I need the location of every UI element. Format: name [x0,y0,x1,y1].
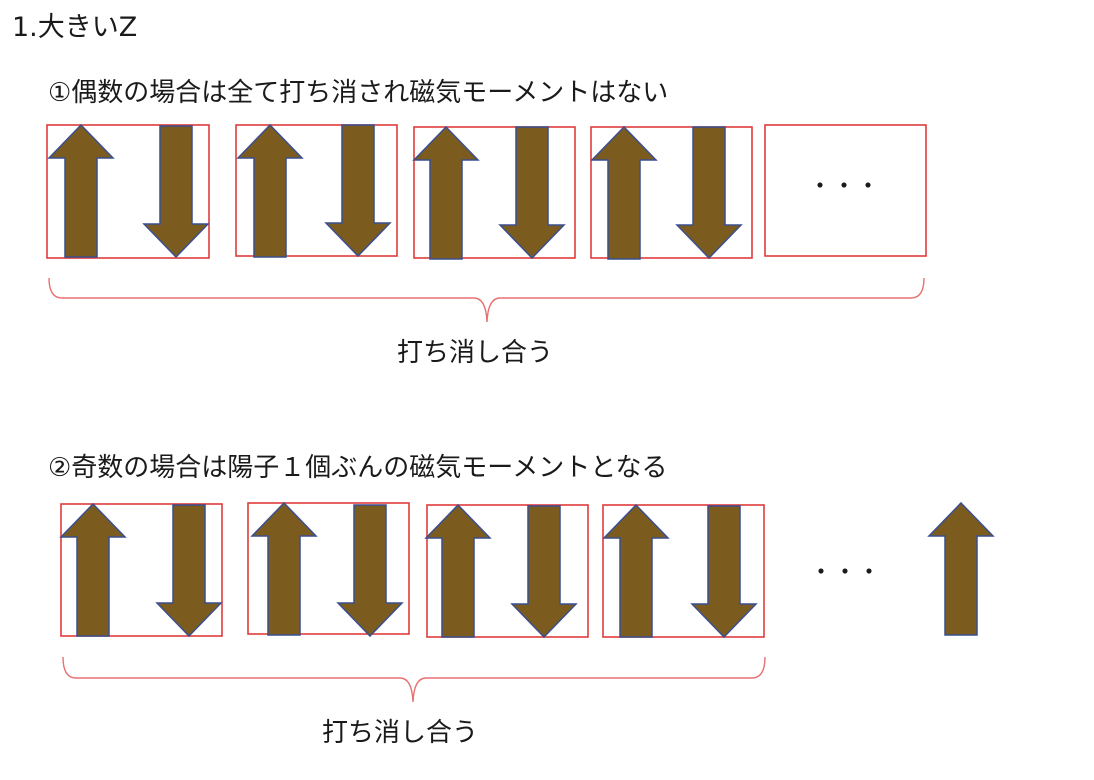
up-spin-arrow [591,126,657,260]
heading: 1.大きいZ [12,12,138,43]
down-spin-arrow [676,126,742,259]
down-spin-arrow [511,505,577,638]
down-spin-arrow [156,504,222,637]
brace-even [48,277,925,323]
pair-box-7 [425,504,589,638]
down-spin-arrow [691,505,757,638]
up-spin-arrow [425,504,491,638]
down-spin-arrow [337,504,403,637]
up-spin-arrow [48,124,114,258]
pair-box-1 [46,124,210,259]
ellipsis-odd: ・・・ [809,558,881,586]
down-spin-arrow [143,125,209,258]
up-spin-arrow [237,124,303,258]
up-spin-arrow [413,126,479,260]
pair-box-8 [602,504,765,638]
pair-box-6 [247,502,410,637]
pair-box-2 [235,124,398,258]
even-case-title: ①偶数の場合は全て打ち消され磁気モーメントはない [48,78,669,108]
pair-box-3 [413,126,576,260]
pair-box-5 [60,503,223,637]
up-spin-arrow [603,504,669,638]
brace-odd [62,656,766,703]
down-spin-arrow [325,124,391,257]
down-spin-arrow [499,126,565,259]
ellipsis-even: ・・・ [808,172,880,200]
up-spin-arrow [251,502,317,636]
pair-box-4 [590,126,753,260]
up-spin-arrow [60,503,126,637]
odd-case-title: ②奇数の場合は陽子１個ぶんの磁気モーメントとなる [48,453,668,483]
odd-cancel-label: 打ち消し合う [322,718,479,748]
unpaired-up-spin-arrow [928,502,994,636]
pair-box-ellipsis: ・・・ [764,124,927,257]
even-cancel-label: 打ち消し合う [397,338,554,368]
